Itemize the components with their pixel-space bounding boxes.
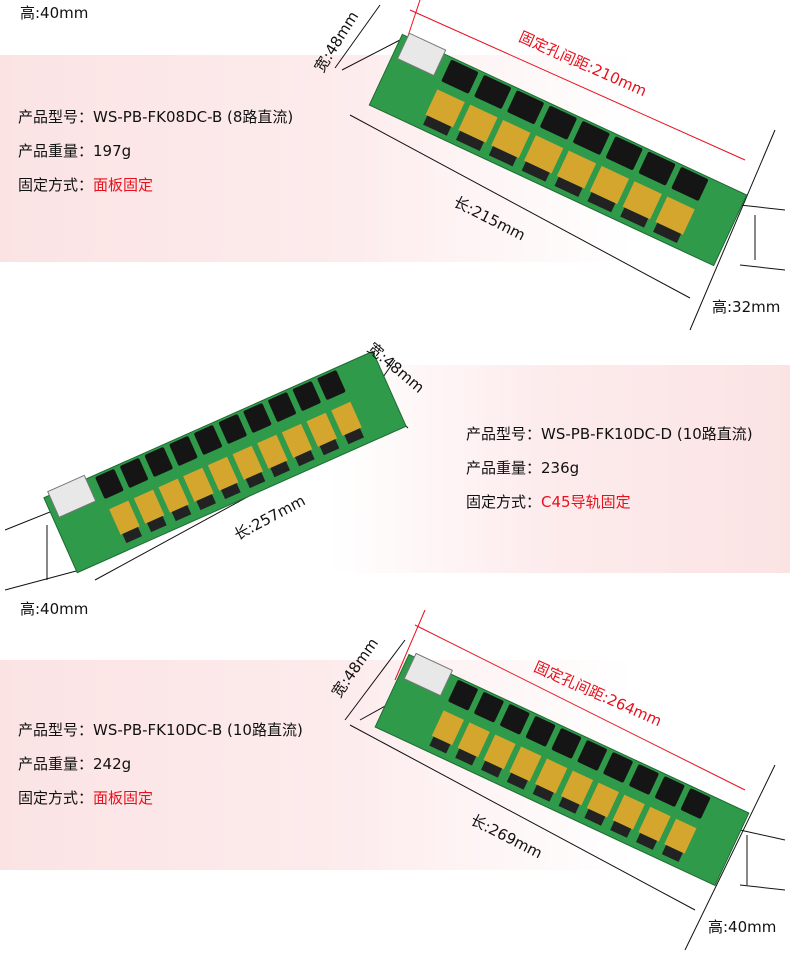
- model-label: 产品型号：: [466, 425, 542, 443]
- terminal-block: [306, 412, 338, 447]
- rocker-switch: [671, 167, 709, 201]
- weight-label: 产品重量：: [466, 459, 542, 477]
- terminal-block: [281, 423, 313, 458]
- rocker-switch: [474, 75, 511, 109]
- terminal-block: [589, 165, 630, 205]
- terminal-block: [524, 135, 564, 174]
- terminal-block: [622, 181, 662, 220]
- product-1-specs: 产品型号：WS-PB-FK08DC-B (8路直流) 产品重量：197g 固定方…: [18, 100, 293, 202]
- fuse-holder: [47, 474, 97, 518]
- terminal-block: [638, 806, 671, 842]
- terminal-block: [612, 794, 645, 830]
- terminal-block: [664, 818, 697, 854]
- terminal-block: [655, 196, 695, 235]
- rocker-switch: [95, 469, 124, 499]
- mount-label: 固定方式：: [18, 789, 94, 807]
- board-1: [368, 32, 748, 267]
- rocker-switch: [268, 392, 296, 422]
- product-2-panel: [330, 365, 790, 573]
- terminal-block: [109, 500, 140, 535]
- terminal-block: [425, 89, 465, 128]
- rocker-switch: [500, 704, 530, 735]
- rocker-switch: [638, 151, 676, 186]
- product-3-specs: 产品型号：WS-PB-FK10DC-B (10路直流) 产品重量：242g 固定…: [18, 713, 303, 815]
- terminal-block: [133, 489, 165, 524]
- terminal-block: [207, 456, 239, 491]
- weight-label: 产品重量：: [18, 755, 94, 773]
- p1-height-dim: 高:32mm: [712, 298, 781, 316]
- rocker-switch: [474, 692, 504, 723]
- terminal-block: [183, 467, 214, 502]
- fuse-holder: [403, 652, 454, 697]
- mount-value: C45导轨固定: [541, 493, 631, 511]
- rocker-switch: [218, 414, 247, 444]
- terminal-block: [158, 478, 190, 513]
- mount-value: 面板固定: [93, 176, 154, 194]
- rocker-switch: [603, 752, 633, 783]
- rocker-switch: [144, 447, 173, 477]
- rocker-switch: [577, 740, 607, 771]
- terminal-block: [431, 710, 464, 746]
- model-label: 产品型号：: [18, 108, 94, 126]
- rocker-switch: [169, 436, 198, 466]
- model-value: WS-PB-FK10DC-B (10路直流): [93, 721, 303, 739]
- terminal-block: [232, 445, 264, 480]
- terminal-block: [586, 782, 619, 818]
- model-label: 产品型号：: [18, 721, 94, 739]
- p3-height-dim: 高:40mm: [708, 918, 777, 936]
- weight-value: 236g: [541, 459, 580, 477]
- rocker-switch: [629, 764, 659, 795]
- rocker-switch: [448, 680, 478, 711]
- model-value: WS-PB-FK10DC-D (10路直流): [541, 425, 753, 443]
- mount-label: 固定方式：: [466, 493, 542, 511]
- fuse-holder: [396, 32, 447, 77]
- mount-label: 固定方式：: [18, 176, 94, 194]
- terminal-block: [509, 746, 542, 782]
- board-2: [43, 350, 407, 574]
- terminal-block: [556, 150, 597, 189]
- weight-label: 产品重量：: [18, 142, 94, 160]
- terminal-block: [535, 758, 568, 794]
- p1-height-top-dim: 高:40mm: [20, 4, 89, 22]
- terminal-block: [257, 434, 288, 469]
- rocker-switch: [525, 716, 556, 747]
- rocker-switch: [655, 776, 685, 807]
- p2-height-dim: 高:40mm: [20, 600, 89, 618]
- rocker-switch: [243, 403, 272, 433]
- weight-value: 242g: [93, 755, 132, 773]
- weight-value: 197g: [93, 142, 132, 160]
- rocker-switch: [573, 121, 610, 155]
- terminal-block: [491, 119, 531, 159]
- board-3: [374, 652, 750, 887]
- terminal-block: [560, 770, 594, 806]
- terminal-block: [457, 722, 490, 758]
- terminal-block: [458, 104, 498, 143]
- rocker-switch: [606, 136, 643, 170]
- model-value: WS-PB-FK08DC-B (8路直流): [93, 108, 294, 126]
- product-2-specs: 产品型号：WS-PB-FK10DC-D (10路直流) 产品重量：236g 固定…: [466, 417, 753, 519]
- rocker-switch: [540, 106, 577, 140]
- rocker-switch: [680, 788, 711, 819]
- terminal-block: [483, 734, 516, 770]
- rocker-switch: [441, 60, 479, 94]
- mount-value: 面板固定: [93, 789, 154, 807]
- rocker-switch: [194, 425, 222, 455]
- rocker-switch: [507, 90, 544, 124]
- rocker-switch: [317, 370, 346, 400]
- rocker-switch: [551, 728, 582, 759]
- rocker-switch: [120, 458, 148, 488]
- rocker-switch: [292, 381, 321, 411]
- terminal-block: [331, 401, 362, 436]
